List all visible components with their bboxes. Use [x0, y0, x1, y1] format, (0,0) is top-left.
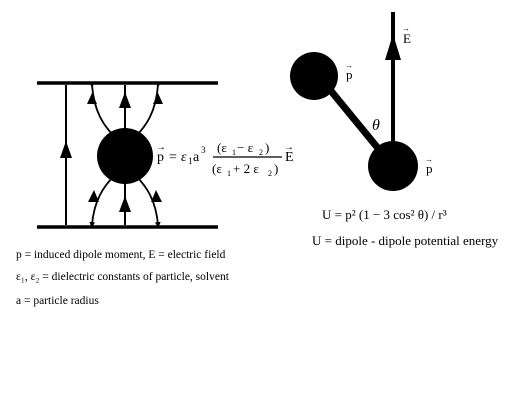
numerator-close: ) [265, 140, 269, 155]
E-field-arrow-mark: → [402, 24, 410, 33]
legend-line-3: a = particle radius [16, 295, 99, 307]
formula-equals: = [169, 150, 177, 165]
center-field-arrow-top [119, 92, 131, 108]
numerator-minus-eps: − ε [237, 140, 254, 155]
curve-arrow-br [151, 190, 162, 202]
curve-arrow-tr [153, 93, 163, 104]
dipole-pair: → E → p → p θ U = p² (1 − 3 cos² θ) / r³… [290, 12, 499, 248]
legend-line-2: ε₁, ε₂ = dielectric constants of particl… [16, 271, 229, 283]
formula-eps1-sub: 1 [188, 156, 193, 166]
field-line-curve-tl [88, 81, 115, 137]
center-field-arrow-bottom [119, 196, 131, 212]
numerator-open: (ε [217, 140, 227, 155]
formula-E-vector-arrow: → [284, 142, 294, 153]
electrode-cell [37, 81, 218, 229]
dipole-connector [319, 77, 389, 161]
denominator-sub1: 1 [227, 169, 231, 178]
denominator-plus-eps: + 2 ε [233, 161, 259, 176]
curve-arrow-bl [88, 190, 99, 202]
formula-p-vector-arrow: → [156, 142, 166, 153]
energy-description: U = dipole - dipole potential energy [312, 233, 499, 248]
numerator-sub1: 1 [232, 148, 236, 157]
curve-arrow-tl [87, 93, 97, 104]
legend-line-1: p = induced dipole moment, E = electric … [16, 249, 226, 261]
E-field-label: E [403, 31, 411, 46]
denominator-open: (ε [212, 161, 222, 176]
particle [97, 128, 153, 184]
dipole-bottom-sphere [368, 141, 418, 191]
dipole-moment-formula: → p = ε 1 a 3 (ε 1 − ε 2 ) (ε 1 + 2 ε 2 … [156, 140, 294, 178]
p-bottom-label: p [426, 161, 433, 176]
formula-E: E [285, 150, 294, 165]
denominator-sub2: 2 [268, 169, 272, 178]
p-top-arrow-mark: → [345, 61, 353, 70]
dipole-top-sphere [290, 52, 338, 100]
field-axis-arrow [385, 34, 401, 60]
formula-eps1: ε [181, 150, 187, 165]
p-top-label: p [346, 67, 353, 82]
formula-a: a [193, 150, 200, 165]
numerator-sub2: 2 [259, 148, 263, 157]
formula-p: p [157, 150, 164, 165]
theta-label: θ [372, 117, 380, 134]
outer-field-arrow [60, 141, 72, 158]
formula-a-exponent: 3 [201, 145, 206, 155]
denominator-close: ) [274, 161, 278, 176]
p-bottom-arrow-mark: → [425, 155, 433, 164]
energy-formula: U = p² (1 − 3 cos² θ) / r³ [322, 207, 447, 222]
field-line-curve-tr [135, 81, 162, 137]
